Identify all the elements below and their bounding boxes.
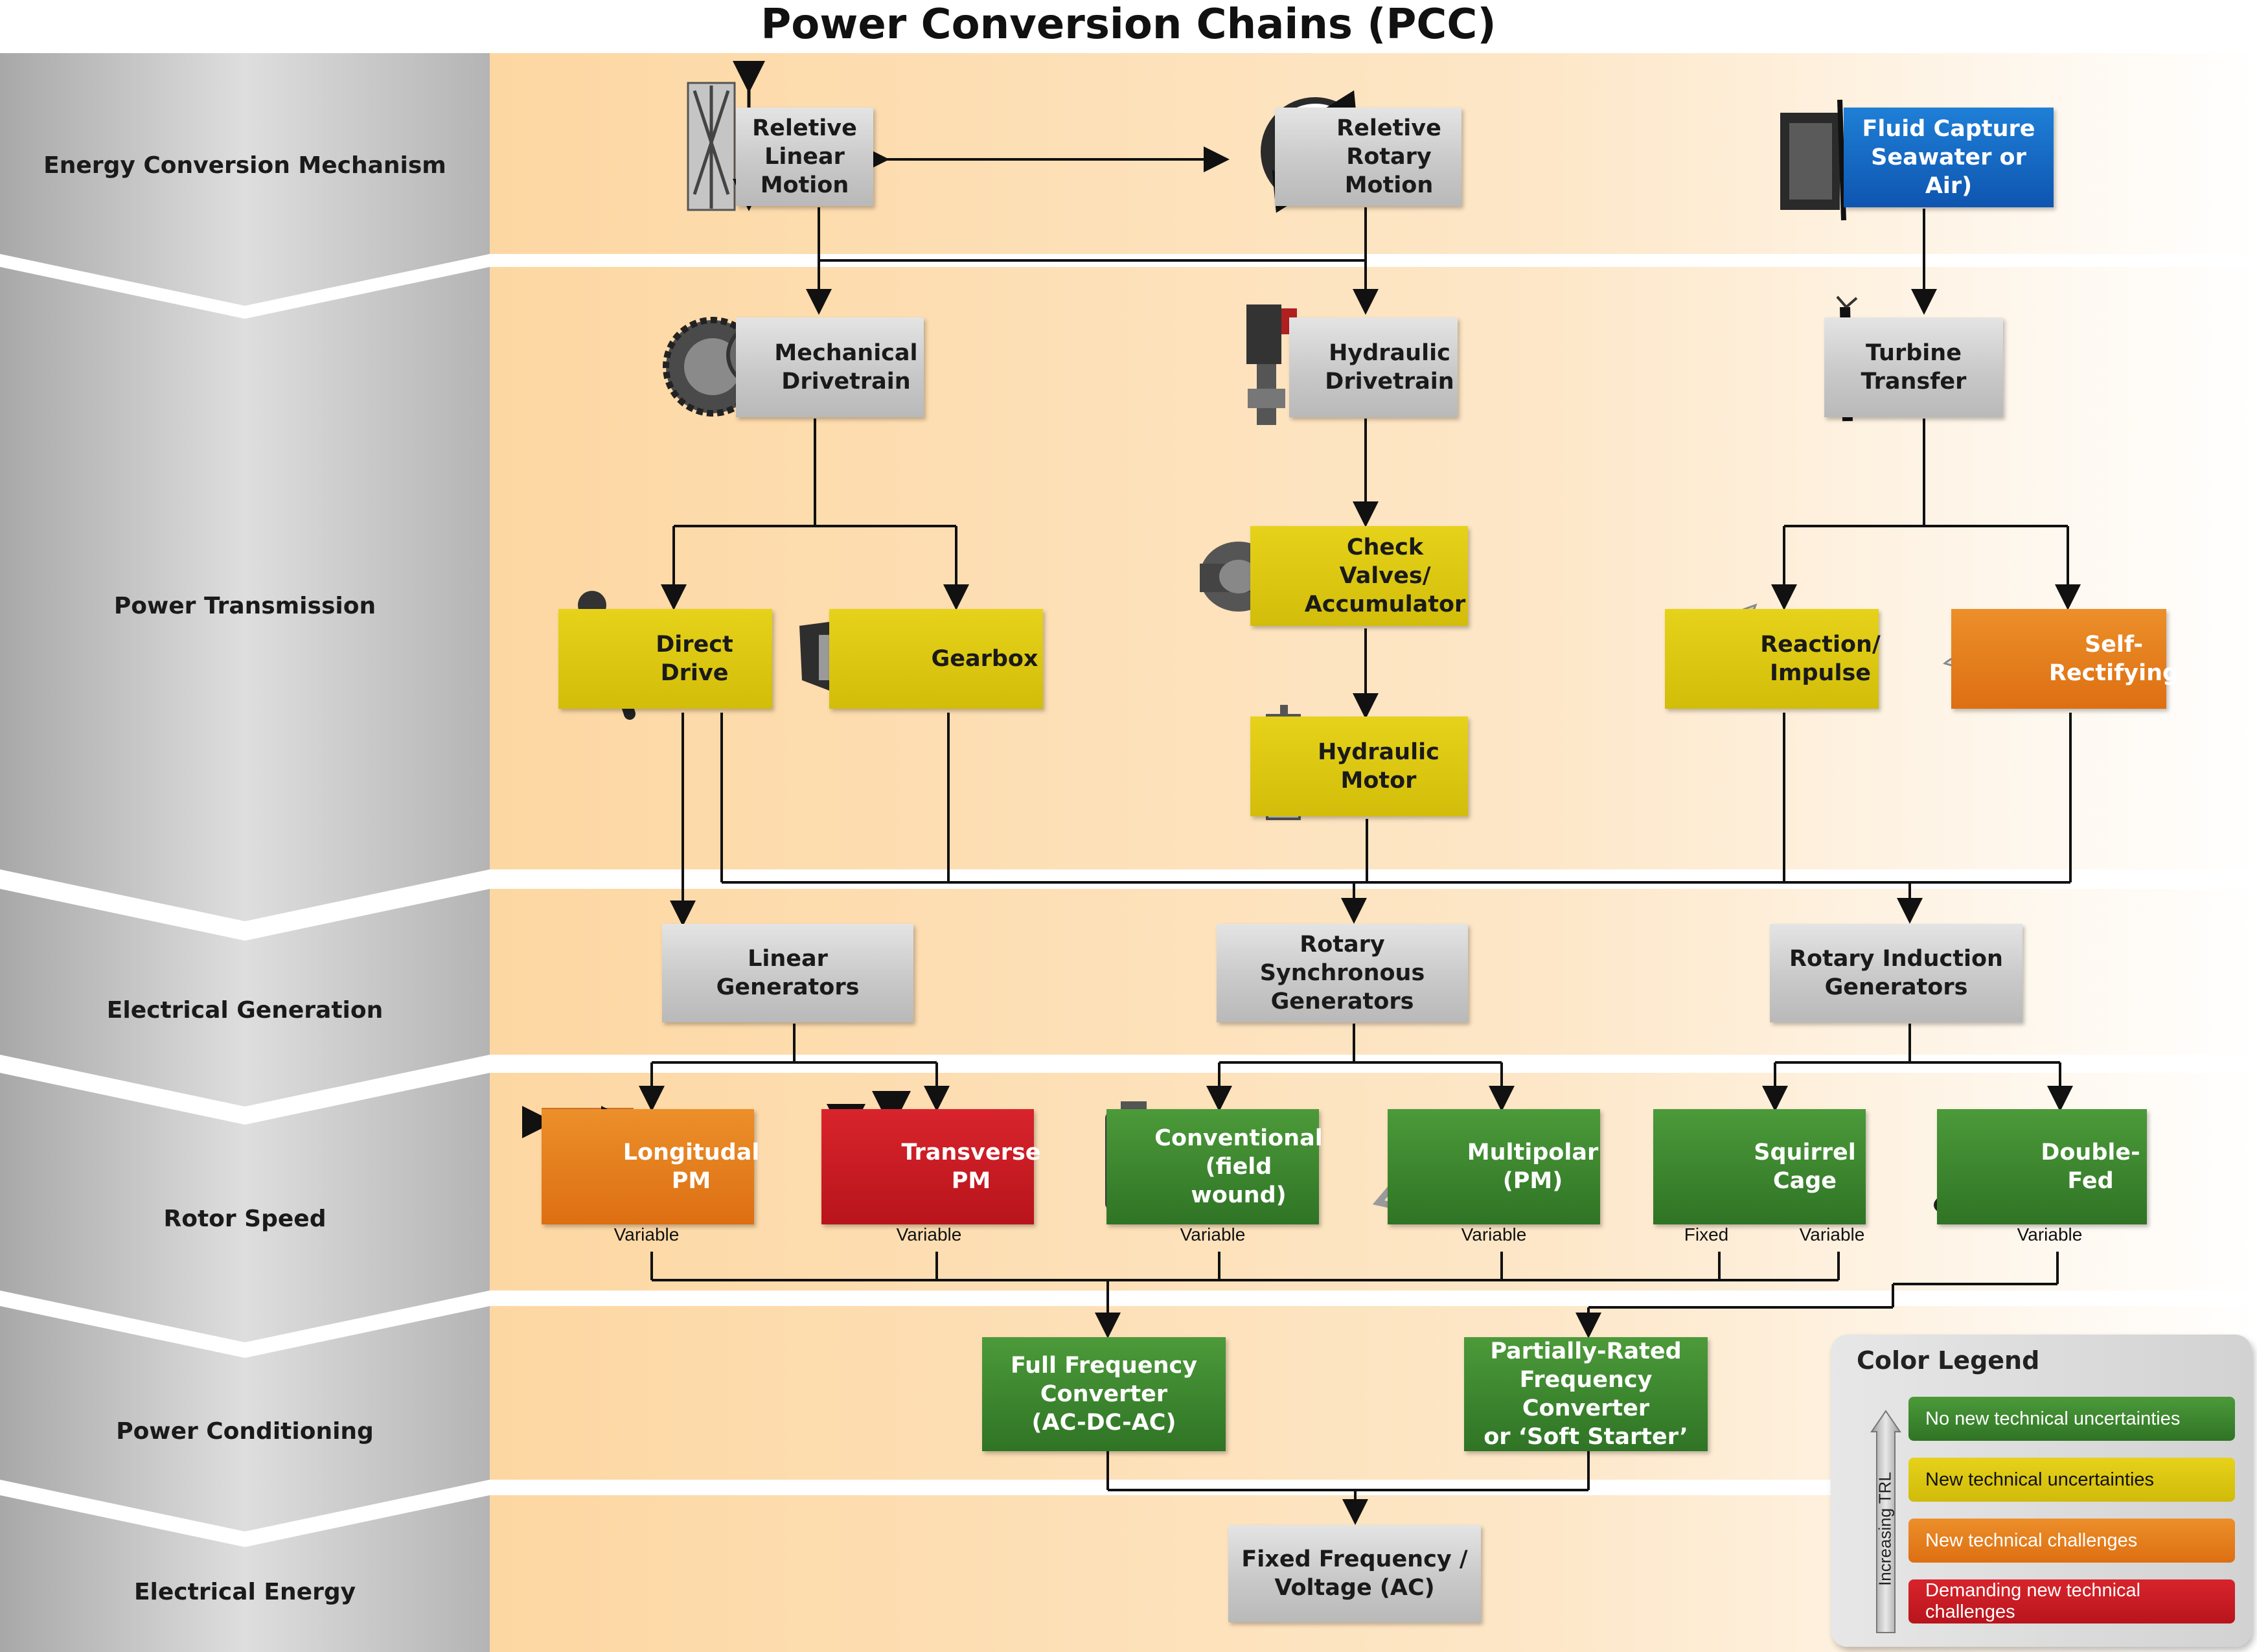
- node-partially-rated-converter: Partially-Rated Frequency Converter or ‘…: [1464, 1337, 1708, 1451]
- node-rotary-induction-generators: Rotary Induction Generators: [1770, 924, 2022, 1022]
- page-title: Power Conversion Chains (PCC): [761, 1, 1496, 49]
- speed-label-squirrel-variable: Variable: [1799, 1224, 1865, 1245]
- node-squirrel-cage: Squirrel Cage: [1653, 1109, 1866, 1224]
- node-self-rectifying: Self- Rectifying: [1951, 609, 2179, 709]
- stage-label-power-transmission: Power Transmission: [113, 593, 376, 619]
- node-multipolar: Multipolar (PM): [1388, 1109, 1600, 1224]
- node-gearbox: Gearbox: [829, 609, 1043, 709]
- node-fluid-capture: Fluid Capture Seawater or Air): [1844, 108, 2054, 207]
- color-legend: Color Legend Increasing TRL No new techn…: [1831, 1335, 2252, 1647]
- speed-label-longitudinal: Variable: [613, 1224, 680, 1245]
- stage-label-power-conditioning: Power Conditioning: [116, 1418, 374, 1445]
- stage-label-rotor-speed: Rotor Speed: [163, 1206, 327, 1232]
- chevron-eg: [0, 889, 490, 1107]
- legend-item-no-new-uncertainties: No new technical uncertainties: [1908, 1397, 2235, 1441]
- stage-label-energy-conversion: Energy Conversion Mechanism: [43, 152, 446, 179]
- legend-axis-label: Increasing TRL: [1875, 1472, 1895, 1586]
- node-fixed-frequency-voltage: Fixed Frequency / Voltage (AC): [1228, 1525, 1481, 1622]
- node-reaction-impulse: Reaction/ Impulse: [1665, 609, 1881, 709]
- legend-item-demanding-challenges: Demanding new technical challenges: [1908, 1579, 2235, 1623]
- speed-label-multipolar: Variable: [1461, 1224, 1527, 1245]
- trl-arrow-icon: [1870, 1410, 1901, 1633]
- node-relative-linear-motion: Reletive Linear Motion: [736, 108, 873, 206]
- node-turbine-transfer: Turbine Transfer: [1824, 317, 2003, 417]
- node-check-valves: Check Valves/ Accumulator: [1250, 526, 1468, 626]
- node-longitudinal-pm: Longitudal PM: [542, 1109, 759, 1224]
- chevron-pc: [0, 1306, 490, 1532]
- chevron-ecm: [0, 53, 490, 306]
- node-relative-rotary-motion: Reletive Rotary Motion: [1275, 108, 1461, 206]
- speed-label-conventional: Variable: [1180, 1224, 1246, 1245]
- node-rotary-synchronous-generators: Rotary Synchronous Generators: [1217, 924, 1468, 1022]
- hydraulic-drivetrain-icon: [1246, 304, 1297, 425]
- connectors: [639, 146, 2081, 1525]
- node-hydraulic-motor: Hydraulic Motor: [1250, 717, 1468, 816]
- stage-label-electrical-generation: Electrical Generation: [106, 997, 384, 1024]
- stage-chevrons: [0, 53, 490, 1652]
- node-direct-drive: Direct Drive: [558, 609, 772, 709]
- linear-motion-icon: [687, 61, 765, 211]
- speed-label-squirrel-fixed: Fixed: [1684, 1224, 1729, 1245]
- node-hydraulic-drivetrain: Hydraulic Drivetrain: [1289, 317, 1458, 417]
- speed-label-transverse: Variable: [896, 1224, 962, 1245]
- chevron-rs: [0, 1073, 490, 1342]
- node-full-frequency-converter: Full Frequency Converter (AC-DC-AC): [982, 1337, 1226, 1451]
- node-mechanical-drivetrain: Mechanical Drivetrain: [736, 317, 924, 417]
- legend-item-new-uncertainties: New technical uncertainties: [1908, 1458, 2235, 1502]
- node-transverse-pm: Transverse PM: [821, 1109, 1041, 1224]
- chevron-pt: [0, 267, 490, 921]
- legend-title: Color Legend: [1857, 1346, 2040, 1375]
- fluid-capture-icon: [1780, 99, 1846, 221]
- legend-item-new-challenges: New technical challenges: [1908, 1519, 2235, 1563]
- node-conventional: Conventional (field wound): [1106, 1109, 1323, 1224]
- node-linear-generators: Linear Generators: [662, 924, 913, 1022]
- chevron-ee: [0, 1495, 490, 1652]
- speed-label-double-fed: Variable: [2017, 1224, 2083, 1245]
- node-double-fed: Double- Fed: [1937, 1109, 2147, 1224]
- stage-label-electrical-energy: Electrical Energy: [133, 1579, 356, 1605]
